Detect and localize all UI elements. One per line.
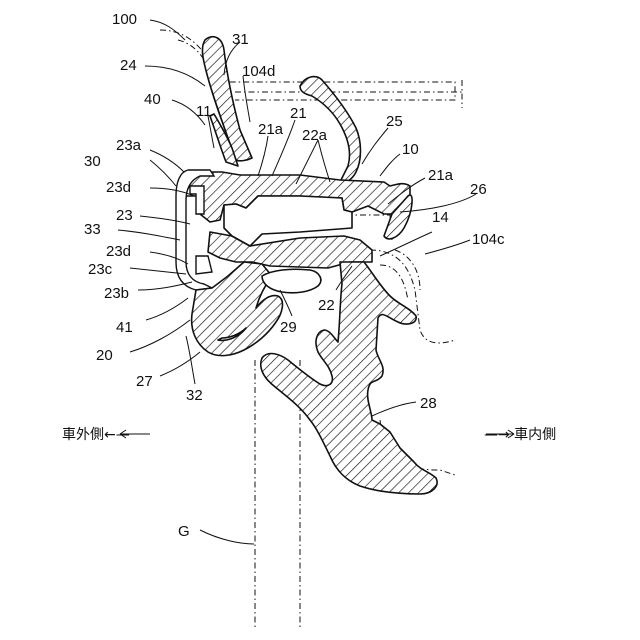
label-100: 100 — [112, 11, 137, 28]
label-41: 41 — [116, 319, 133, 336]
vehicle-inside-label: —→ 車内側 — [484, 426, 556, 443]
label-30: 30 — [84, 153, 101, 170]
label-23: 23 — [116, 207, 133, 224]
label-23a: 23a — [116, 137, 142, 154]
label-23d-top: 23d — [106, 179, 131, 196]
label-32: 32 — [186, 387, 203, 404]
cavity-29 — [262, 269, 321, 293]
label-10: 10 — [402, 141, 419, 158]
label-23b: 23b — [104, 285, 129, 302]
label-28: 28 — [420, 395, 437, 412]
label-21a-right: 21a — [428, 167, 454, 184]
vehicle-outside-label: 車外側←— — [62, 426, 130, 443]
label-G: G — [178, 523, 190, 540]
label-21a-top: 21a — [258, 121, 284, 138]
label-23c: 23c — [88, 261, 113, 278]
label-14: 14 — [432, 209, 449, 226]
label-26: 26 — [470, 181, 487, 198]
label-20: 20 — [96, 347, 113, 364]
label-23d-bottom: 23d — [106, 243, 131, 260]
label-104d: 104d — [242, 63, 275, 80]
label-22a: 22a — [302, 127, 328, 144]
label-40: 40 — [144, 91, 161, 108]
label-27: 27 — [136, 373, 153, 390]
label-31: 31 — [232, 31, 249, 48]
label-22: 22 — [318, 297, 335, 314]
inner-lip-28 — [261, 262, 437, 494]
label-11: 11 — [196, 103, 212, 120]
label-29: 29 — [280, 319, 297, 336]
label-25: 25 — [386, 113, 403, 130]
label-33: 33 — [84, 221, 101, 238]
label-104c: 104c — [472, 231, 505, 248]
label-21: 21 — [290, 105, 307, 122]
label-24: 24 — [120, 57, 137, 74]
